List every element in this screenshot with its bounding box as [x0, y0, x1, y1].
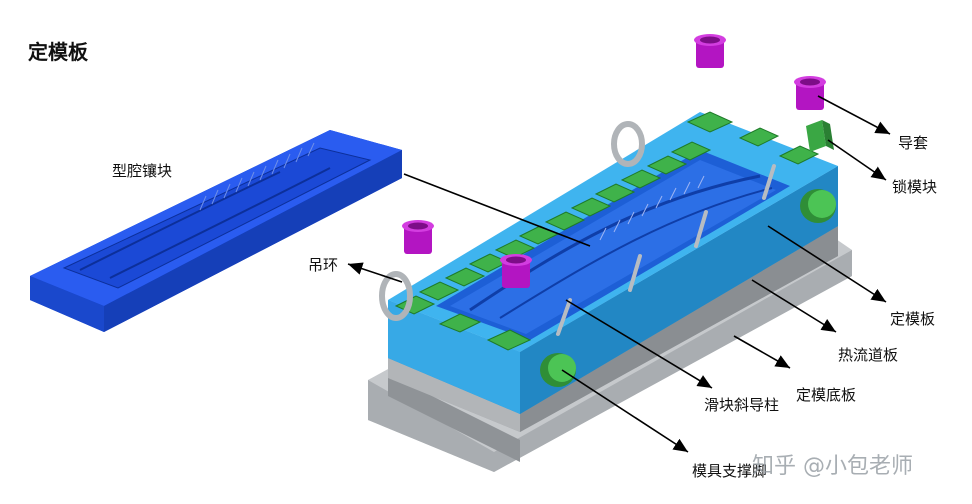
fixed-plate-part: [388, 112, 838, 414]
watermark: 知乎 @小包老师: [752, 454, 913, 479]
label-mold-lock: 锁模块: [892, 178, 938, 196]
guide-sleeves: [402, 34, 826, 288]
leader-slider-angle-pin: [565, 299, 713, 389]
leader-lines: [347, 95, 891, 453]
leader-mold-lock: [827, 139, 887, 181]
diagram-title: 定模板: [28, 40, 88, 64]
leader-guide-sleeve: [817, 95, 891, 135]
green-pads: [394, 111, 820, 351]
lifting-rings: [379, 121, 645, 321]
leader-fixed-plate: [767, 225, 887, 303]
label-mold-support-leg: 模具支撑脚: [692, 462, 768, 480]
leader-hot-runner-plate: [751, 279, 837, 333]
label-guide-sleeve: 导套: [898, 134, 929, 152]
leader-support-leg: [561, 369, 689, 453]
label-cavity-insert: 型腔镶块: [112, 162, 173, 180]
leader-cavity-insert: [403, 173, 591, 247]
label-fixed-base-plate: 定模底板: [796, 386, 857, 404]
label-fixed-plate: 定模板: [890, 310, 936, 328]
leader-fixed-base-plate: [733, 335, 791, 369]
label-slider-angle-pin: 滑块斜导柱: [704, 396, 780, 414]
label-lifting-ring: 吊环: [308, 256, 339, 274]
leader-lifting-ring: [347, 262, 403, 283]
cavity-insert-part: [30, 130, 402, 332]
mold-lock-part: [806, 120, 834, 152]
slider-angle-pins: [556, 164, 776, 336]
label-hot-runner-plate: 热流道板: [838, 346, 899, 364]
